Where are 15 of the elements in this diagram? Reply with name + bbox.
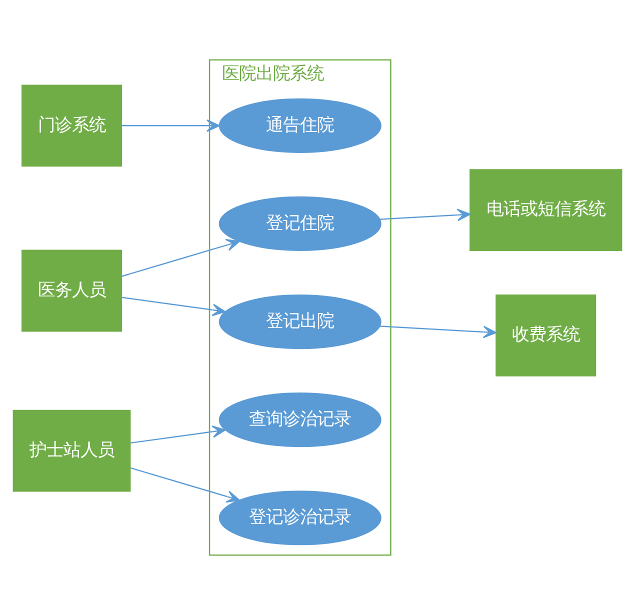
node-ellipse: 通告住院 <box>218 98 382 152</box>
arrow <box>130 466 240 502</box>
node-ellipse: 登记出院 <box>218 294 382 349</box>
node-box: 门诊系统 <box>22 84 122 166</box>
node-box: 电话或短信系统 <box>470 168 622 251</box>
arrow <box>121 118 220 132</box>
arrow <box>130 424 226 444</box>
node-box: 医务人员 <box>22 249 122 332</box>
arrow <box>380 208 471 221</box>
arrow <box>380 325 497 338</box>
arrow <box>121 296 226 316</box>
node-box: 收费系统 <box>496 294 596 376</box>
node-ellipse: 查询诊治记录 <box>218 392 382 447</box>
arrow <box>121 238 240 276</box>
node-box: 护士站人员 <box>12 409 131 492</box>
